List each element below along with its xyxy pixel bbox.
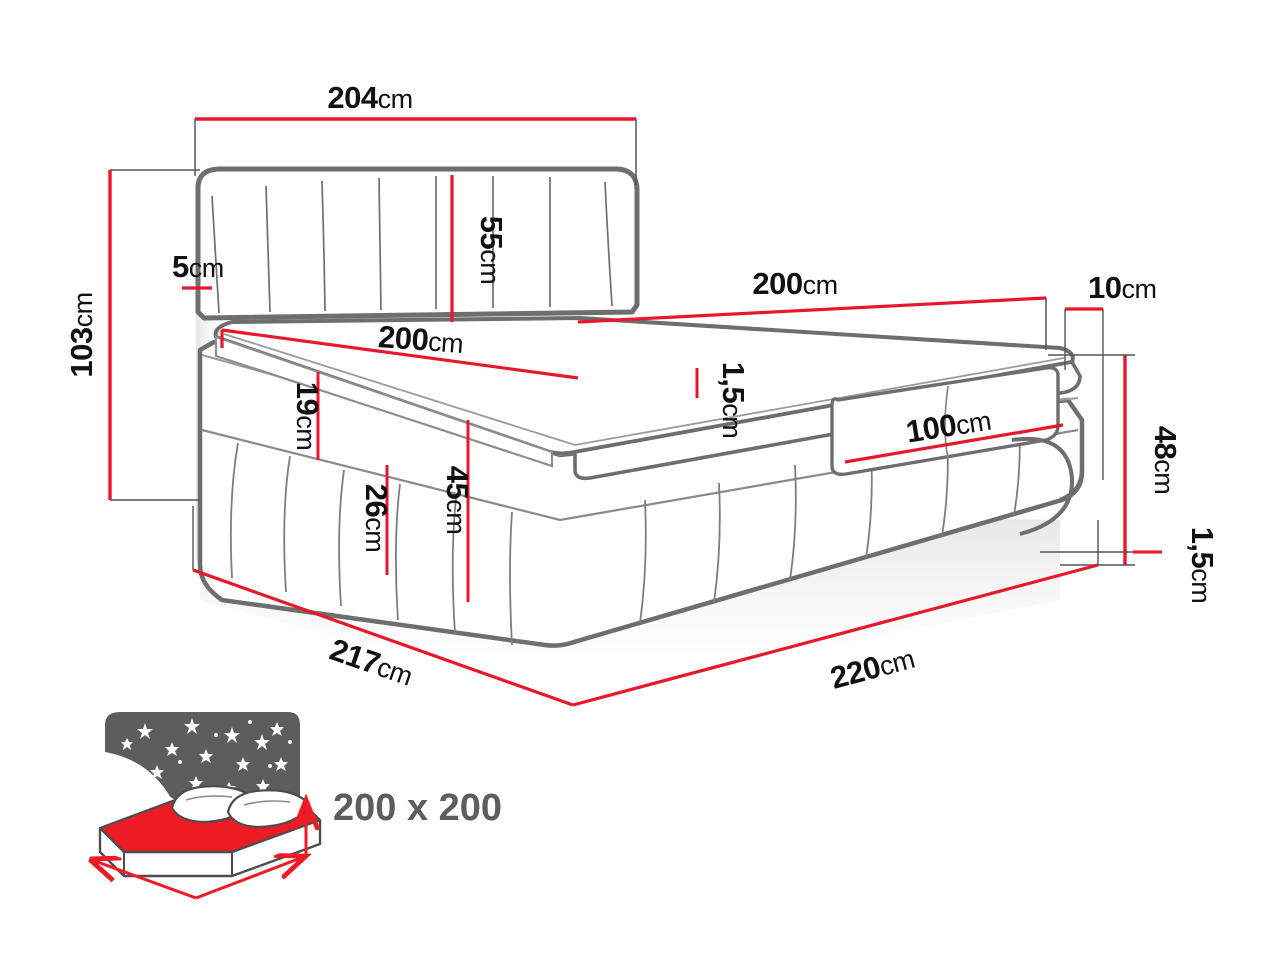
base-tufting-left xyxy=(229,442,513,646)
label-200cm-back: 200cm xyxy=(752,266,837,301)
label-48cm: 48cm xyxy=(1148,426,1183,494)
label-200cm-front: 200cm xyxy=(377,319,464,360)
dimension-total-height: 103cm xyxy=(64,169,200,501)
dimension-mattress-width: 100cm xyxy=(844,402,1064,464)
label-1-5cm-topper: 1,5cm xyxy=(716,362,751,439)
dimension-mattress-length-back: 200cm xyxy=(577,266,1047,350)
label-45cm: 45cm xyxy=(440,466,475,534)
label-204cm: 204cm xyxy=(327,80,412,115)
dimension-headboard-width: 204cm xyxy=(194,80,637,185)
dimension-mattress-length-front: 200cm xyxy=(220,319,579,380)
label-103cm: 103cm xyxy=(64,292,99,377)
dimension-headboard-panel-height: 55cm xyxy=(450,175,509,322)
dimension-base-plus-mattress: 48cm xyxy=(1048,354,1183,566)
dimension-foot-trim: 1,5cm xyxy=(1040,527,1220,604)
label-55cm: 55cm xyxy=(474,216,509,284)
label-10cm: 10cm xyxy=(1088,270,1156,305)
headboard xyxy=(195,166,640,321)
label-26cm: 26cm xyxy=(359,484,394,552)
label-19cm: 19cm xyxy=(290,382,325,450)
dimension-mattress-height: 10cm xyxy=(1064,270,1157,480)
dimension-base-upper-band: 19cm xyxy=(290,372,325,460)
foot-end-cap xyxy=(1011,436,1075,536)
dimension-base-total-height: 45cm xyxy=(440,420,475,602)
label-5cm: 5cm xyxy=(172,249,224,284)
bed-with-stars-icon: 200 x 200 xyxy=(92,712,502,900)
mattress-size-label: 200 x 200 xyxy=(333,787,502,829)
dimension-base-lower-band: 26cm xyxy=(359,465,394,575)
label-100cm: 100cm xyxy=(904,402,994,450)
headboard-tufting xyxy=(211,175,613,314)
dimension-topper-thickness: 1,5cm xyxy=(695,362,751,439)
dimension-headboard-thickness: 5cm xyxy=(172,249,224,290)
pillows xyxy=(170,785,309,829)
label-1-5cm-foot: 1,5cm xyxy=(1185,527,1220,604)
